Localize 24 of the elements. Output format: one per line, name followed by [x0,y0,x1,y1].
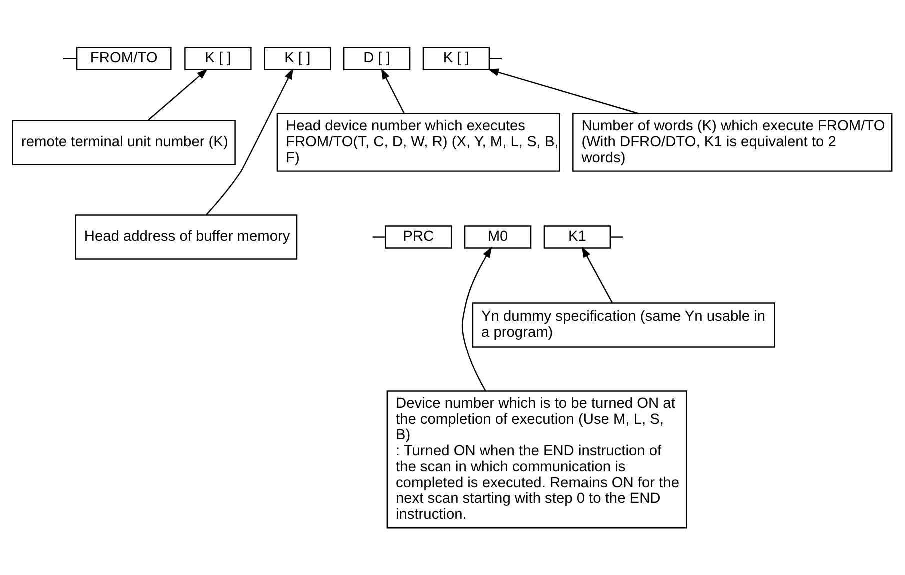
arrow [462,246,492,391]
node-box: M0 [464,225,532,248]
node-box: K [ ] [184,46,252,70]
connector [63,58,77,59]
node-box: Head address of buffer memory [75,214,298,260]
connector [610,236,624,238]
arrow [582,246,613,303]
node-box: Device number which is to be turned ON at the completion of execution (Use M, L, S, B) : Turned ON when the END instruction of the scan in which communication is completed is executed. Remains ON for the next scan starting with step 0 to the END instruction. [386,390,688,528]
arrow [206,68,294,215]
arrow [148,68,208,120]
node-box: Head device number which executes FROM/TO(T, C, D, W, R) (X, Y, M, L, S, B, F) [276,112,560,172]
node-box: K1 [544,225,612,248]
connector [490,58,502,59]
node-box: D [ ] [343,46,411,70]
connector [372,236,386,238]
node-box: PRC [385,225,452,248]
arrow [381,68,406,114]
node-box: FROM/TO [76,46,172,70]
node-box: K [ ] [422,46,490,70]
node-box: Number of words (K) which execute FROM/TO (With DFRO/DTO, K1 is equivalent to 2 words) [572,112,893,172]
node-box: remote terminal unit number (K) [12,119,236,165]
arrow [488,68,639,114]
node-box: K [ ] [264,46,332,70]
node-box: Yn dummy specification (same Yn usable in a program) [472,302,776,348]
